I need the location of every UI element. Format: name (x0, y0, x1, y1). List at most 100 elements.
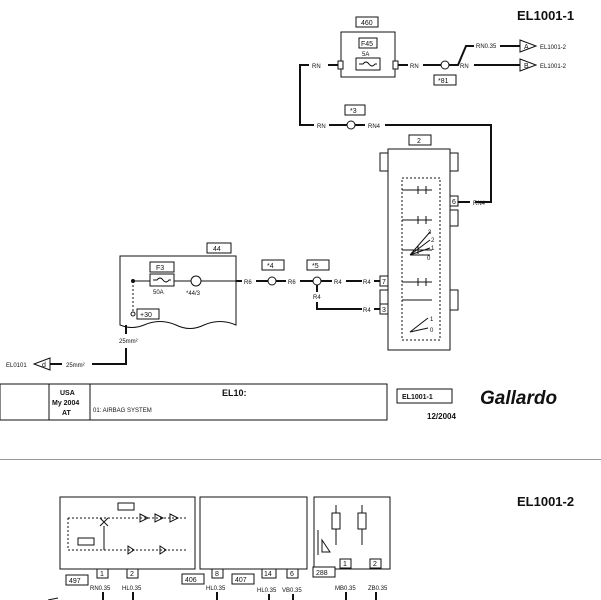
airbag-diodes-2 (127, 545, 167, 555)
splice-4 (267, 276, 277, 286)
splice-3-box (344, 104, 366, 116)
module-406-407 (199, 496, 308, 570)
module-288-wiring (335, 505, 363, 545)
wire-r6-label-1: R6 (244, 280, 252, 286)
wire-b-2: HL0.35 (257, 588, 277, 594)
offpage-d-ref: EL0101 (6, 363, 27, 369)
switch-pin-7-label: 7 (382, 279, 386, 286)
ground-wire-size-2: 25mm² (66, 363, 85, 369)
switch-tab-r1 (449, 152, 459, 172)
fuse-f3-element (149, 273, 175, 287)
ref-406: 406 (185, 577, 197, 584)
wire-r4-label-3: R4 (313, 295, 321, 301)
fuse-pin-right (392, 60, 399, 70)
fuse-f3-rating: 50A (153, 290, 164, 296)
wire-r4-down-b (316, 302, 362, 310)
switch-inner-frame (401, 177, 441, 341)
pin-14 (261, 568, 277, 579)
ref-288: 288 (316, 570, 328, 577)
node-44-3-label: *44/3 (186, 291, 201, 297)
bus-junction (131, 279, 135, 283)
pin-2-a-label: 2 (130, 571, 134, 578)
wire-c-1: MB0.35 (335, 586, 356, 592)
splice-4-label: *4 (267, 263, 274, 270)
splice-81-box (433, 74, 457, 86)
terminal-30: +30 (140, 312, 152, 319)
module-288-coil-2 (357, 512, 367, 530)
offpage-d (32, 357, 51, 371)
sw-pos-0: 0 (427, 256, 431, 262)
fuse-f45-rating: 5A (362, 52, 369, 58)
title-block (0, 383, 388, 421)
wire-b-1: HL0.35 (206, 586, 226, 592)
sw-pos-3: 3 (428, 230, 432, 236)
offpage-b (519, 58, 538, 72)
wire-r6-label-2: R6 (288, 280, 296, 286)
splice-5-label: *5 (312, 263, 319, 270)
page-id-2: EL1001-2 (517, 494, 574, 509)
wire-a-1: RN0.35 (90, 586, 111, 592)
splice-81 (440, 60, 450, 70)
wire-rn-down (299, 64, 314, 126)
offpage-a (519, 39, 538, 53)
wire-r4-label-4: R4 (363, 308, 371, 314)
wiring-diagram-1: EL1001-1 460 F45 5A RN RN *3 RN4 RN4 RN … (0, 8, 601, 460)
fuse-f45-box (358, 37, 378, 49)
wiring-sheet-el1001-1: EL1001-1 460 F45 5A RN RN *3 RN4 RN4 RN … (0, 8, 601, 460)
switch-tab-r3 (449, 209, 459, 227)
sheet2-wires (102, 592, 377, 600)
pin-14-label: 14 (264, 571, 272, 578)
tb-page-box (396, 388, 453, 404)
pin-8-label: 8 (215, 571, 219, 578)
wire-c-2: ZB0.35 (368, 586, 388, 592)
switch-rotor-upper (409, 231, 431, 256)
tb-date: 12/2004 (427, 412, 456, 421)
page-id: EL1001-1 (517, 8, 574, 23)
sw-pos-1: 1 (431, 246, 435, 252)
offpage-a-target: EL1001-2 (540, 45, 567, 51)
ref-44: 44 (213, 246, 221, 253)
ground-wire-size: 25mm² (119, 339, 138, 345)
wiring-sheet-el1001-2: EL1001-2 497 406 407 288 1 2 8 14 6 1 2 … (0, 470, 601, 600)
pin-2-a (126, 568, 139, 579)
ref-box-407 (231, 573, 255, 585)
wiring-diagram-2: EL1001-2 497 406 407 288 1 2 8 14 6 1 2 … (47, 494, 574, 600)
wire-rn035-label: RN0.35 (476, 44, 497, 50)
wire-r4-label-2: R4 (363, 280, 371, 286)
offpage-d-letter: d (42, 362, 46, 369)
fuse-f45-element (355, 57, 381, 71)
page-separator (0, 459, 601, 460)
sw-pos-2: 2 (431, 238, 435, 244)
ref-box-460 (355, 16, 379, 28)
fuse-f45: F45 (361, 41, 373, 48)
pin-6-label: 6 (290, 571, 294, 578)
pin-8 (211, 568, 224, 579)
pin-1-b (339, 558, 352, 569)
pin-1-a (96, 568, 109, 579)
wire-ground-b (92, 348, 127, 365)
airbag-transistor (99, 517, 109, 550)
splice-5 (312, 276, 322, 286)
ref-460: 460 (361, 20, 373, 27)
wire-rn-label-1: RN (312, 64, 321, 70)
ref-box-2 (408, 134, 432, 146)
splice-3 (346, 120, 356, 130)
sw-pos-low-0: 0 (430, 328, 434, 334)
ref-2: 2 (417, 138, 421, 145)
airbag-resistor-1 (117, 502, 135, 511)
wire-b-3: VB0.35 (282, 588, 302, 594)
splice-3-label: *3 (350, 108, 357, 115)
sw-pos-low-1: 1 (430, 317, 434, 323)
wire-rn4-label-1: RN4 (368, 124, 381, 130)
offpage-a-letter: A (524, 44, 529, 51)
fuse-symbol (359, 61, 377, 67)
ref-box-44 (206, 242, 232, 254)
wire-rn4-label-2: RN4 (473, 201, 486, 207)
node-44-3 (190, 275, 202, 287)
ref-box-288 (312, 566, 336, 578)
tb-brand: Gallardo (480, 388, 557, 409)
ref-box-497 (65, 574, 89, 586)
airbag-module-internal (67, 517, 186, 551)
ref-box-406 (181, 573, 205, 585)
wire-rn-label-4: RN (460, 64, 469, 70)
